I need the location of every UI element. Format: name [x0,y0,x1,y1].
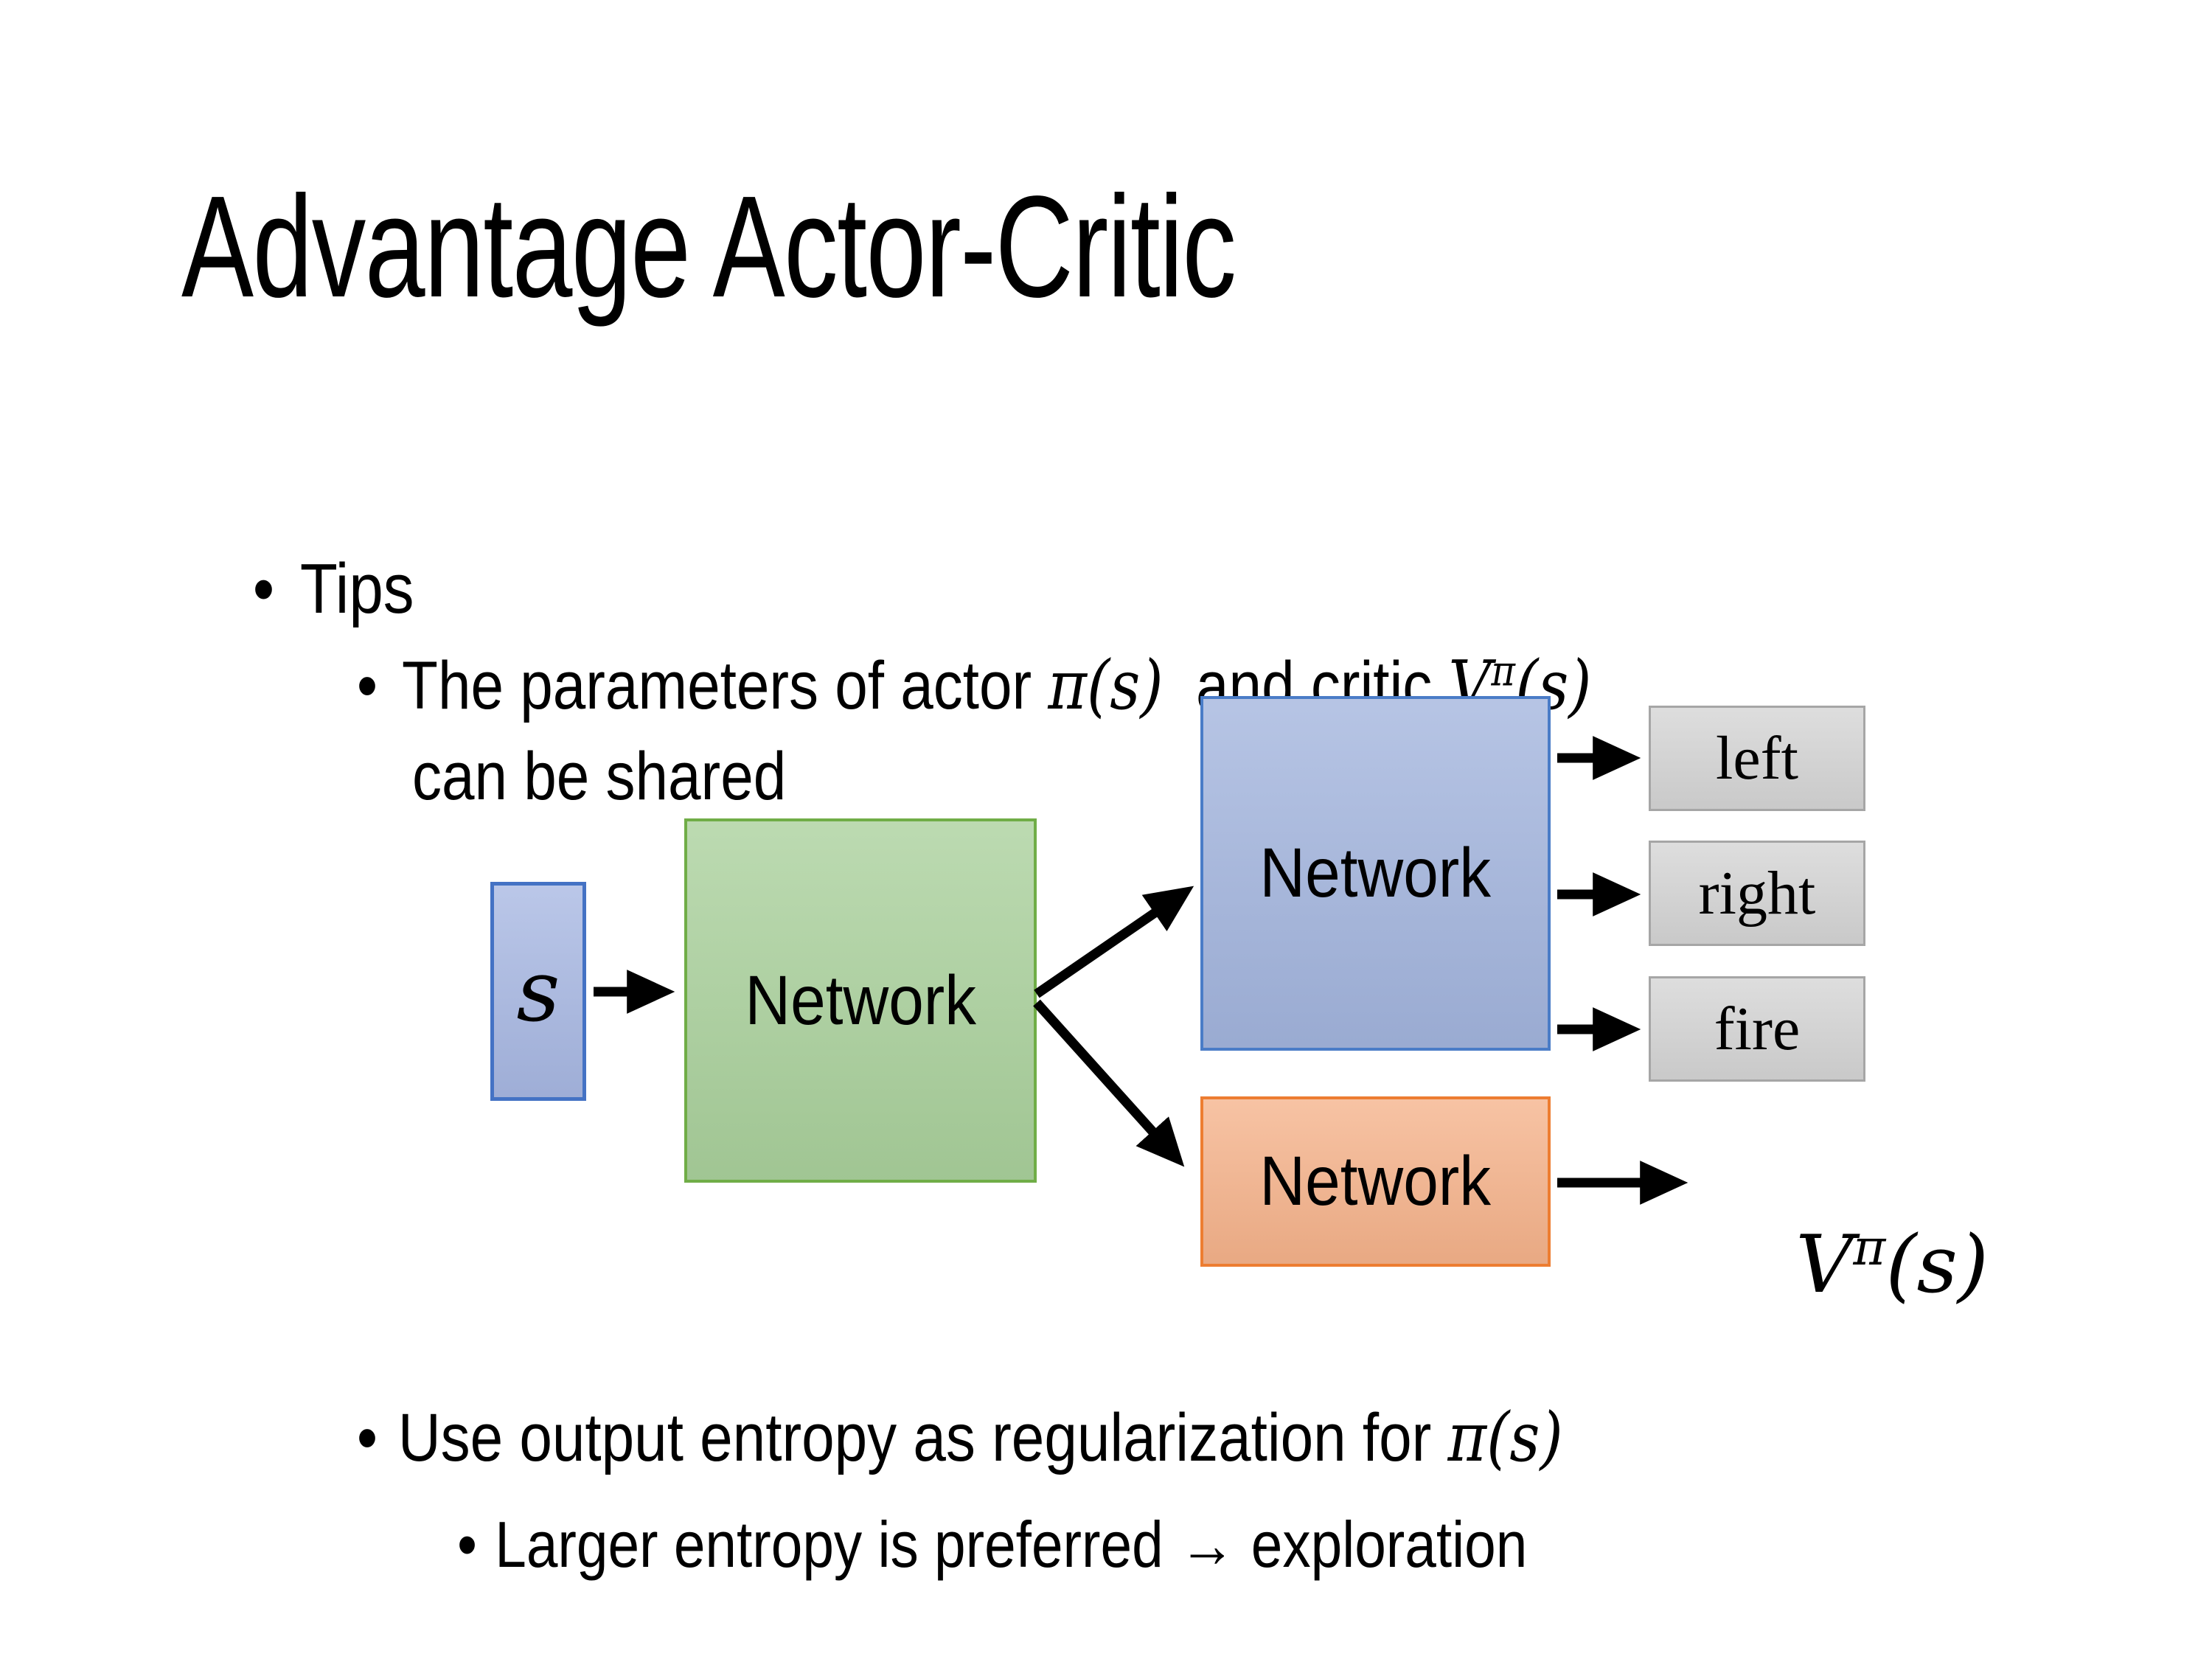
shared-network-label: Network [745,961,976,1040]
bullet-glyph: • [457,1507,477,1581]
bullet-exploration: •Larger entropy is preferred → explorati… [394,1438,1527,1652]
state-input-box: s [490,882,586,1101]
critic-output-base: V [1795,1219,1854,1311]
exploration-text: Larger entropy is preferred → exploratio… [495,1507,1528,1581]
bullet-glyph: • [252,549,275,628]
entropy-text: Use output entropy as regularization for [397,1400,1448,1476]
critic-output-sup: π [1853,1219,1886,1277]
action-label-right: right [1698,859,1816,928]
entropy-policy-math: π(s) [1447,1398,1563,1478]
shared-network-box: Network [684,818,1037,1183]
critic-network-label: Network [1259,1142,1492,1220]
action-box-fire: fire [1649,976,1865,1082]
critic-output-value: Vπ(s) [1694,1127,1989,1403]
can-be-shared-text: can be shared [411,739,787,815]
state-label: s [516,942,560,1041]
parameters-text-pre: The parameters of actor [402,648,1048,724]
action-label-left: left [1716,724,1798,793]
bullet-glyph: • [356,648,378,724]
arrow-shared-to-actor [1034,886,1194,998]
arrow-shared-to-critic [1033,999,1185,1167]
bullet-parameters-line1: •The parameters of actor π(s) and critic… [291,574,1592,799]
action-label-fire: fire [1714,995,1801,1063]
bullet-parameters-line2: can be shared [347,665,786,889]
actor-network-box: Network [1200,696,1551,1051]
actor-network-label: Network [1259,834,1492,912]
bullet-entropy: •Use output entropy as regularization fo… [291,1326,1563,1551]
bullet-glyph: • [356,1400,378,1476]
actor-policy-math: π(s) [1048,646,1164,726]
critic-output-args: (s) [1885,1219,1989,1311]
critic-network-box: Network [1200,1096,1551,1267]
action-box-right: right [1649,841,1865,946]
critic-value-math-sup: π [1491,647,1515,696]
page-title: Advantage Actor-Critic [181,166,1237,327]
tips-label: Tips [299,549,414,628]
bullet-tips: • Tips [184,472,414,706]
action-box-left: left [1649,706,1865,811]
